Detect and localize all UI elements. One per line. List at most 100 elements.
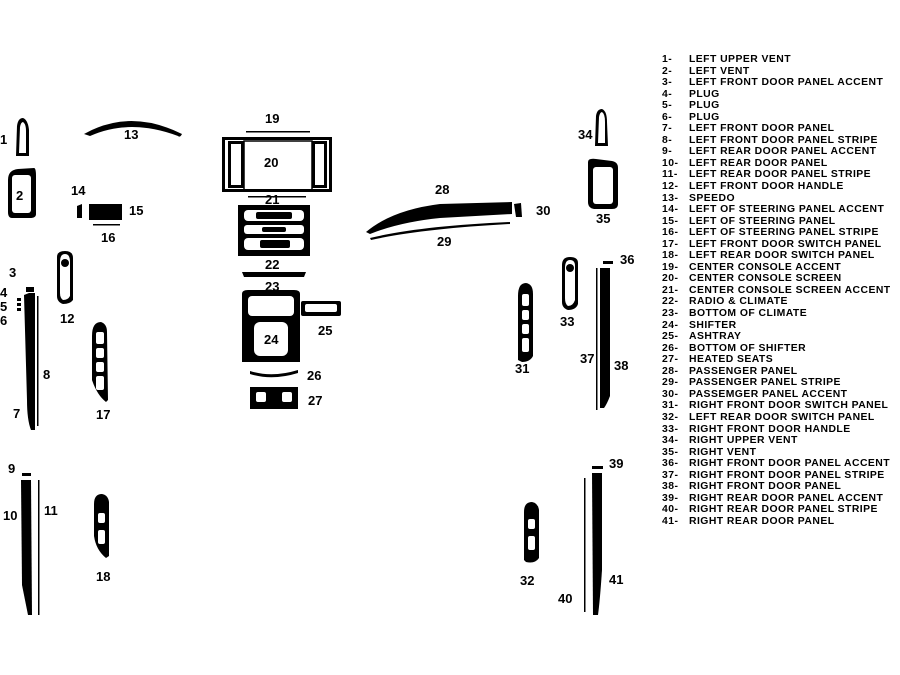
callout-6: 6 [0, 313, 7, 328]
callout-24: 24 [264, 332, 279, 347]
legend-row: 15- LEFT OF STEERING PANEL [662, 216, 898, 228]
callout-1: 1 [0, 132, 7, 147]
legend-part-name: CENTER CONSOLE SCREEN ACCENT [689, 284, 891, 296]
legend-row: 21- CENTER CONSOLE SCREEN ACCENT [662, 285, 898, 297]
legend-part-name: BOTTOM OF CLIMATE [689, 308, 808, 320]
legend-row: 35- RIGHT VENT [662, 447, 898, 459]
legend-row: 12-LEFT FRONT DOOR HANDLE [662, 181, 898, 193]
legend-part-name: PASSEMGER PANEL ACCENT [689, 388, 848, 400]
legend-part-name: PASSENGER PANEL [689, 365, 798, 377]
part-right-front-door-handle [562, 257, 578, 310]
legend-number: 19- [662, 261, 679, 273]
callout-5: 5 [0, 299, 7, 314]
part-bottom-of-climate [242, 272, 306, 277]
legend-number: 20- [662, 273, 679, 285]
part-shifter [242, 290, 300, 362]
callout-38: 38 [614, 358, 628, 373]
part-left-of-steering-panel [77, 204, 122, 226]
legend-number: 15- [662, 215, 679, 227]
legend-number: 16- [662, 227, 679, 239]
legend-part-name: LEFT REAR DOOR PANEL ACCENT [689, 146, 877, 158]
callout-8: 8 [43, 367, 50, 382]
legend-row: 38-RIGHT FRONT DOOR PANEL [662, 481, 898, 493]
callout-2: 2 [16, 188, 23, 203]
legend-number: 25- [662, 331, 679, 343]
part-left-front-door-switch-panel [92, 322, 108, 402]
legend-row: 18-LEFT REAR DOOR SWITCH PANEL [662, 250, 898, 262]
callout-27: 27 [308, 393, 322, 408]
legend-number: 5- [662, 100, 673, 112]
callout-19: 19 [265, 111, 279, 126]
legend-number: 22- [662, 296, 679, 308]
legend-part-name: LEFT FRONT DOOR PANEL ACCENT [689, 77, 884, 89]
legend-part-name: RIGHT UPPER VENT [689, 435, 798, 447]
legend-number: 3- [662, 77, 673, 89]
legend-part-name: LEFT OF STEERING PANEL ACCENT [689, 204, 885, 216]
legend-row: 29-PASSENGER PANEL STRIPE [662, 377, 898, 389]
legend-row: 7-LEFT FRONT DOOR PANEL [662, 123, 898, 135]
part-heated-seats [250, 387, 298, 409]
legend-part-name: RIGHT REAR DOOR PANEL ACCENT [689, 492, 884, 504]
legend-number: 14- [662, 204, 679, 216]
legend-part-name: RADIO & CLIMATE [689, 296, 788, 308]
legend-part-name: LEFT FRONT DOOR PANEL [689, 123, 835, 135]
legend-row: 36-RIGHT FRONT DOOR PANEL ACCENT [662, 458, 898, 470]
callout-36: 36 [620, 252, 634, 267]
callout-22: 22 [265, 257, 279, 272]
callout-16: 16 [101, 230, 115, 245]
legend-row: 41-RIGHT REAR DOOR PANEL [662, 516, 898, 528]
legend-number: 39- [662, 492, 679, 504]
part-left-upper-vent [16, 118, 29, 156]
legend-part-name: CENTER CONSOLE ACCENT [689, 261, 842, 273]
legend-number: 1- [662, 54, 673, 65]
legend-part-name: RIGHT FRONT DOOR SWITCH PANEL [689, 400, 889, 412]
callout-11: 11 [44, 503, 58, 518]
part-center-console-screen [222, 131, 332, 198]
legend-part-name: RIGHT FRONT DOOR PANEL [689, 481, 842, 493]
callout-35: 35 [596, 211, 610, 226]
legend-row: 11-LEFT REAR DOOR PANEL STRIPE [662, 169, 898, 181]
callout-25: 25 [318, 323, 332, 338]
legend-number: 10- [662, 157, 679, 169]
callout-32: 32 [520, 573, 534, 588]
legend-number: 27- [662, 354, 679, 366]
legend-number: 37- [662, 469, 679, 481]
part-right-rear-door-panel [584, 466, 603, 615]
legend-number: 35- [662, 446, 679, 458]
legend-number: 34- [662, 435, 679, 447]
legend-number: 8- [662, 134, 673, 146]
callout-12: 12 [60, 311, 74, 326]
legend-part-name: LEFT REAR DOOR PANEL [689, 157, 828, 169]
legend-row: 30- PASSEMGER PANEL ACCENT [662, 389, 898, 401]
legend-part-name: LEFT OF STEERING PANEL [689, 215, 836, 227]
part-right-front-door-panel [596, 261, 613, 410]
part-passenger-panel [366, 202, 522, 240]
legend-number: 31- [662, 400, 679, 412]
callout-23: 23 [265, 279, 279, 294]
legend-row: 20-CENTER CONSOLE SCREEN [662, 273, 898, 285]
legend-row: 13-SPEEDO [662, 193, 898, 205]
legend-row: 9-LEFT REAR DOOR PANEL ACCENT [662, 146, 898, 158]
legend-part-name: LEFT UPPER VENT [689, 54, 792, 65]
callout-3: 3 [9, 265, 16, 280]
part-ashtray [301, 301, 341, 316]
legend-part-name: ASHTRAY [689, 331, 742, 343]
legend-row: 8-LEFT FRONT DOOR PANEL STRIPE [662, 135, 898, 147]
legend-part-name: SPEEDO [689, 192, 736, 204]
legend-part-name: RIGHT FRONT DOOR HANDLE [689, 423, 851, 435]
callout-28: 28 [435, 182, 449, 197]
legend-number: 32- [662, 411, 679, 423]
legend-part-name: RIGHT VENT [689, 446, 757, 458]
callout-30: 30 [536, 203, 550, 218]
legend-row: 3- LEFT FRONT DOOR PANEL ACCENT [662, 77, 898, 89]
legend-number: 23- [662, 308, 679, 320]
legend-part-name: RIGHT FRONT DOOR PANEL ACCENT [689, 458, 891, 470]
legend-number: 18- [662, 250, 679, 262]
legend-row: 37-RIGHT FRONT DOOR PANEL STRIPE [662, 470, 898, 482]
legend-number: 11- [662, 169, 678, 181]
callout-17: 17 [96, 407, 110, 422]
legend-number: 30- [662, 388, 679, 400]
legend-number: 21- [662, 284, 679, 296]
